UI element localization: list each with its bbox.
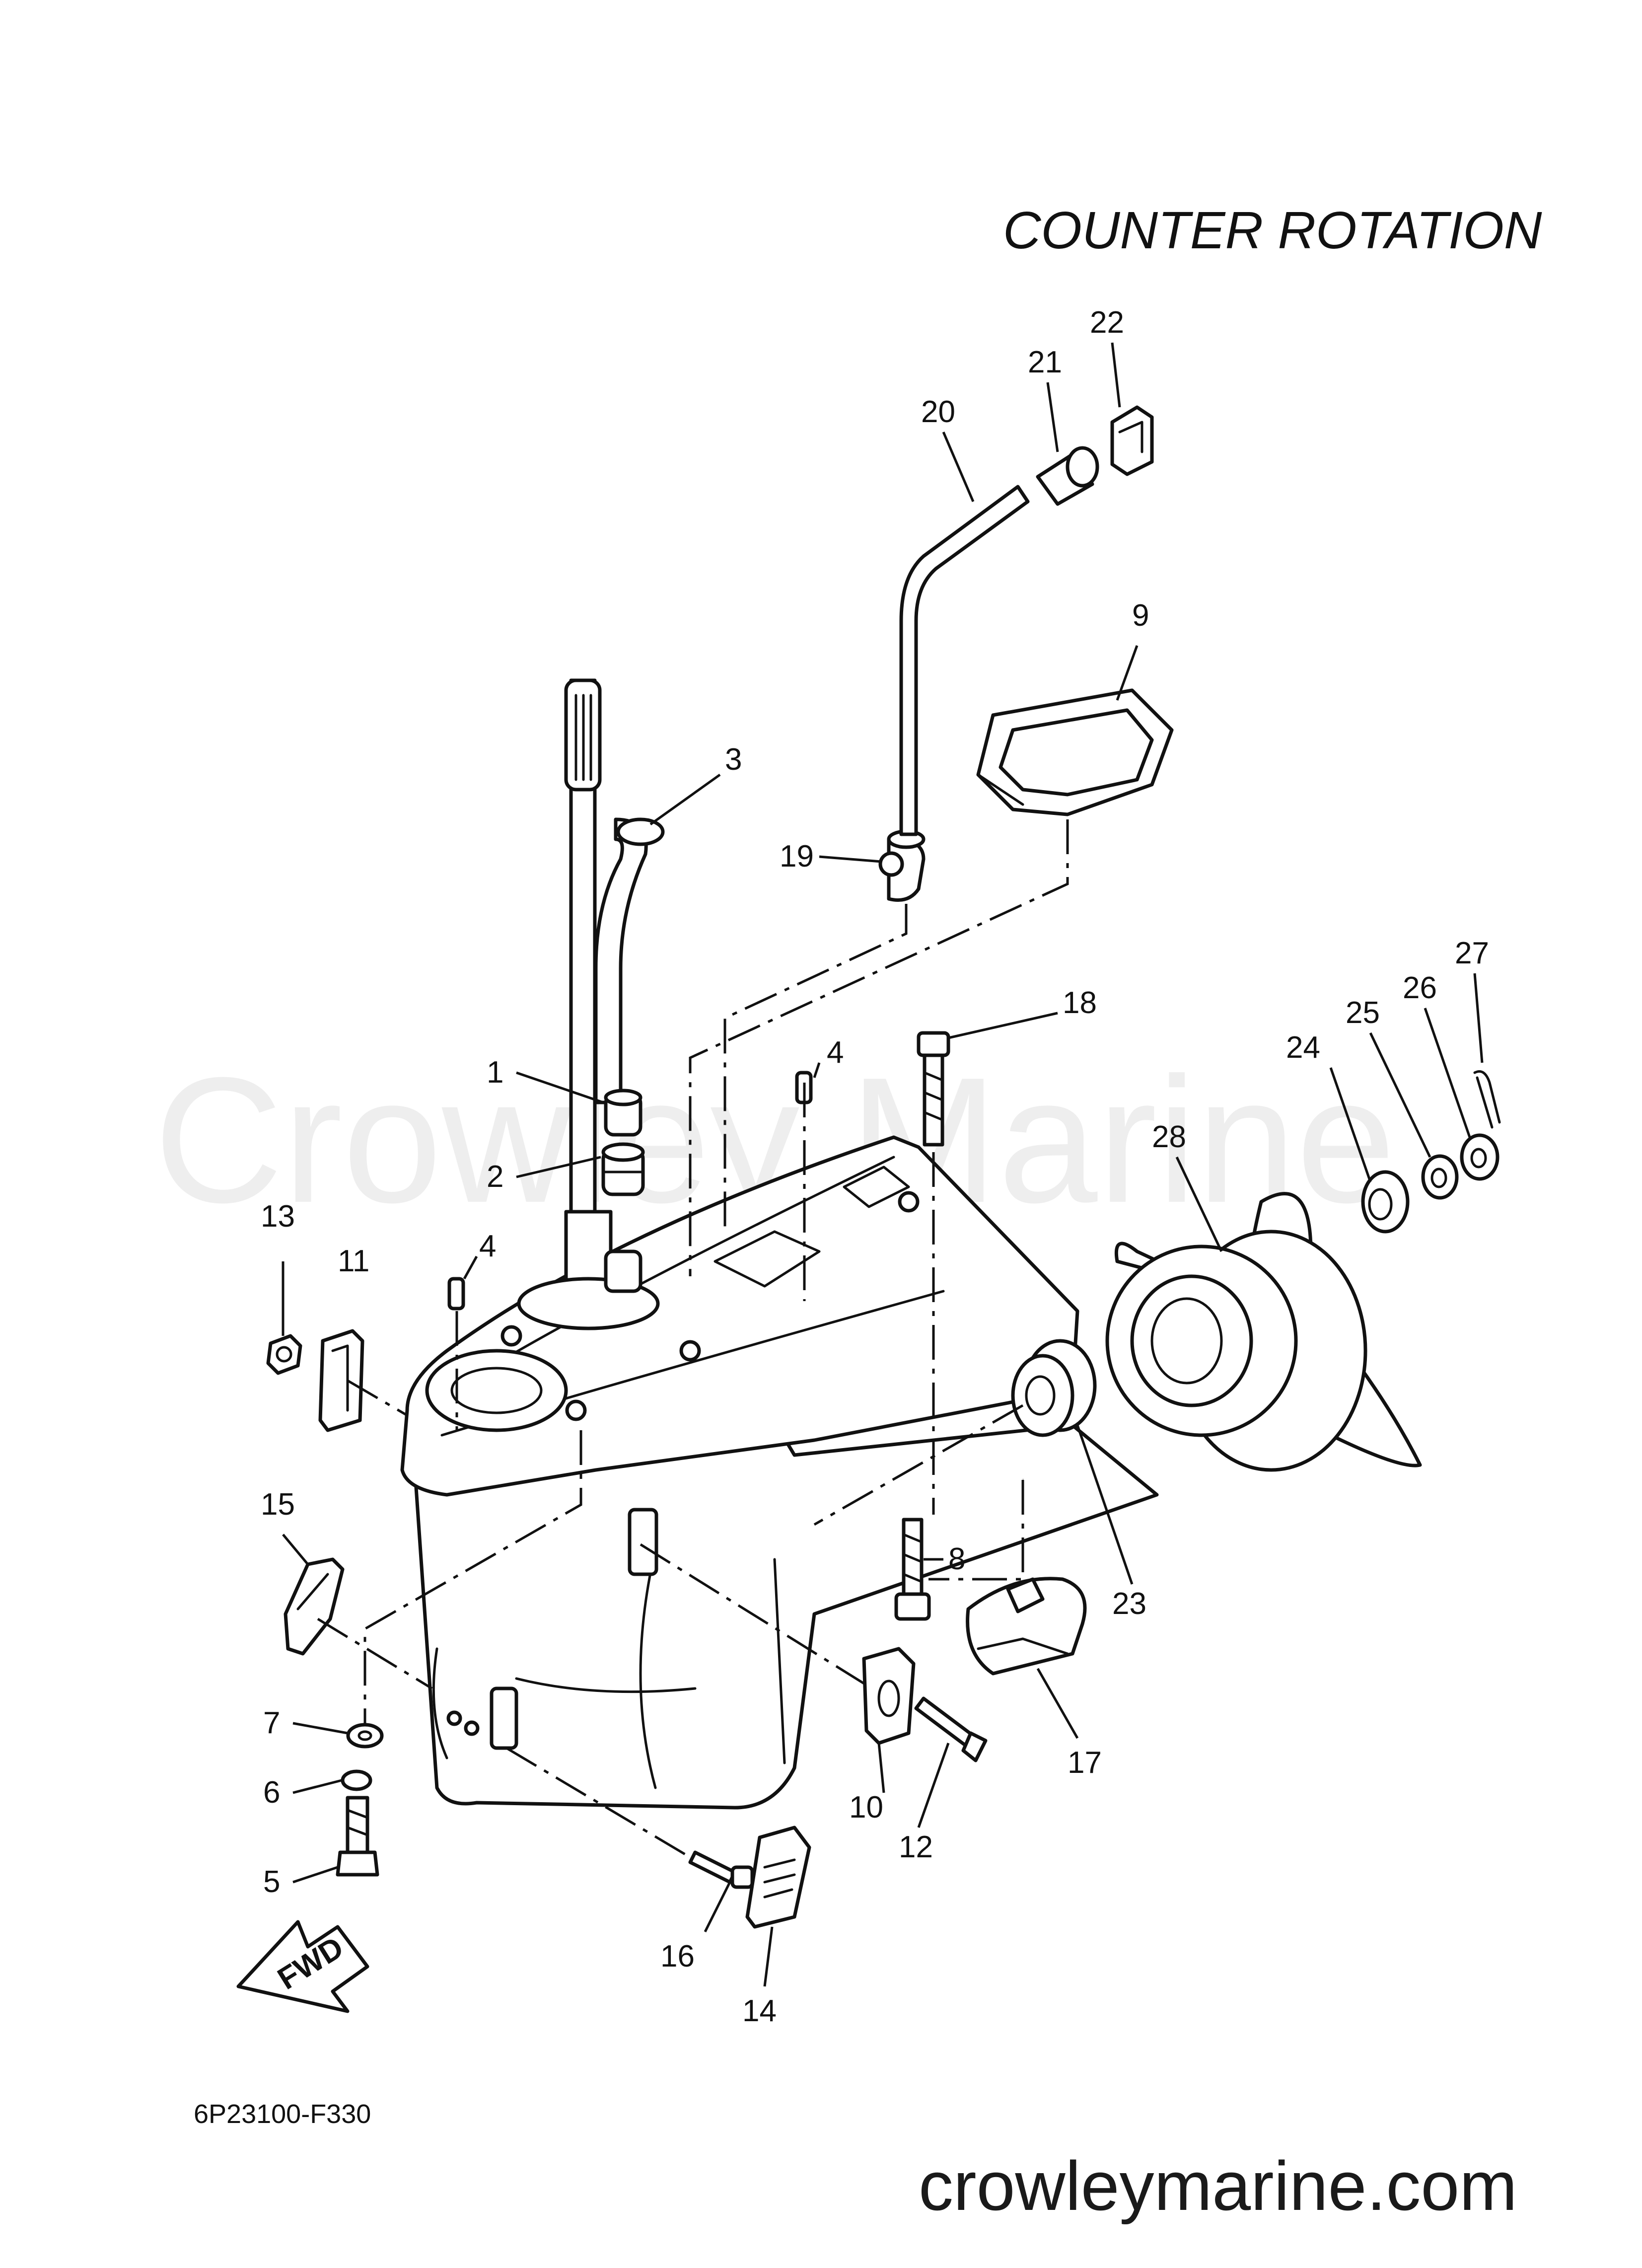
callout-20: 20 xyxy=(921,395,955,429)
callout-12: 12 xyxy=(899,1830,933,1864)
callout-1: 1 xyxy=(487,1055,503,1090)
part-8-bolt xyxy=(894,1518,931,1621)
assembly-lines xyxy=(317,819,1069,1859)
part-14-anode xyxy=(745,1826,811,1929)
callout-6: 6 xyxy=(263,1775,280,1810)
site-url: crowleymarine.com xyxy=(919,2147,1517,2225)
part-2-seal xyxy=(601,1142,645,1196)
part-7-washer xyxy=(346,1723,384,1749)
callout-3: 3 xyxy=(725,742,742,777)
leader-lines xyxy=(282,342,1484,1987)
diagram-title: COUNTER ROTATION xyxy=(1003,201,1542,260)
callout-22: 22 xyxy=(1090,305,1124,340)
water-tube-seat xyxy=(604,1249,643,1293)
callout-4b: 4 xyxy=(479,1229,496,1263)
part-3-water-tube xyxy=(594,817,665,1104)
callout-16: 16 xyxy=(660,1939,695,1974)
callout-28: 28 xyxy=(1152,1120,1186,1154)
fwd-arrow-icon: FWD xyxy=(236,1920,369,2013)
part-24-spacer xyxy=(1361,1170,1410,1234)
callout-14: 14 xyxy=(742,1994,777,2028)
callout-9: 9 xyxy=(1132,598,1149,633)
part-4-dowel-pin-b xyxy=(447,1277,465,1311)
callout-25: 25 xyxy=(1346,996,1380,1030)
callout-11: 11 xyxy=(338,1244,369,1278)
callout-10: 10 xyxy=(849,1790,883,1825)
callout-15: 15 xyxy=(261,1487,295,1522)
callout-17: 17 xyxy=(1068,1746,1102,1780)
callout-19: 19 xyxy=(780,839,814,874)
callout-24: 24 xyxy=(1286,1030,1320,1065)
callout-4a: 4 xyxy=(827,1035,844,1070)
part-17-trim-tab xyxy=(966,1577,1087,1676)
part-21-sleeve xyxy=(1036,446,1099,506)
callout-5: 5 xyxy=(263,1865,280,1899)
part-6-lock-washer xyxy=(341,1769,372,1791)
part-28-propeller xyxy=(1105,1192,1422,1472)
part-7-washer-hole xyxy=(357,1730,372,1741)
callout-13: 13 xyxy=(261,1199,295,1234)
part-16-screw xyxy=(688,1850,754,1889)
part-23-thrust-washer xyxy=(1011,1339,1097,1437)
part-25-washer xyxy=(1421,1154,1459,1200)
part-9-gasket xyxy=(976,688,1174,816)
callout-8: 8 xyxy=(948,1542,965,1576)
part-18-bolt xyxy=(917,1031,950,1147)
part-12-screw xyxy=(914,1696,988,1762)
callout-18: 18 xyxy=(1063,986,1097,1020)
part-26-nut xyxy=(1460,1133,1499,1181)
callout-21: 21 xyxy=(1028,345,1062,379)
callout-labels: 1 2 3 4 4 5 6 7 8 9 10 11 12 13 14 15 16… xyxy=(261,305,1489,2028)
part-22-clip xyxy=(1110,405,1154,476)
part-19-grommet xyxy=(878,829,926,902)
callout-7: 7 xyxy=(263,1706,280,1740)
callout-2: 2 xyxy=(487,1160,503,1194)
callout-26: 26 xyxy=(1403,971,1437,1005)
callout-27: 27 xyxy=(1455,936,1489,970)
part-1-grommet xyxy=(604,1089,643,1137)
part-15-anode xyxy=(284,1557,345,1656)
part-10-anode xyxy=(862,1647,916,1745)
part-13-nut xyxy=(266,1334,302,1375)
lower-unit-case xyxy=(400,1135,1159,1810)
part-27-cotter-pin xyxy=(1473,1070,1501,1129)
part-11-anode-bracket xyxy=(318,1329,364,1432)
part-20-hose xyxy=(899,485,1030,836)
diagram-code: 6P23100-F330 xyxy=(194,2099,371,2129)
callout-23: 23 xyxy=(1112,1587,1146,1621)
part-5-bolt xyxy=(336,1796,379,1877)
